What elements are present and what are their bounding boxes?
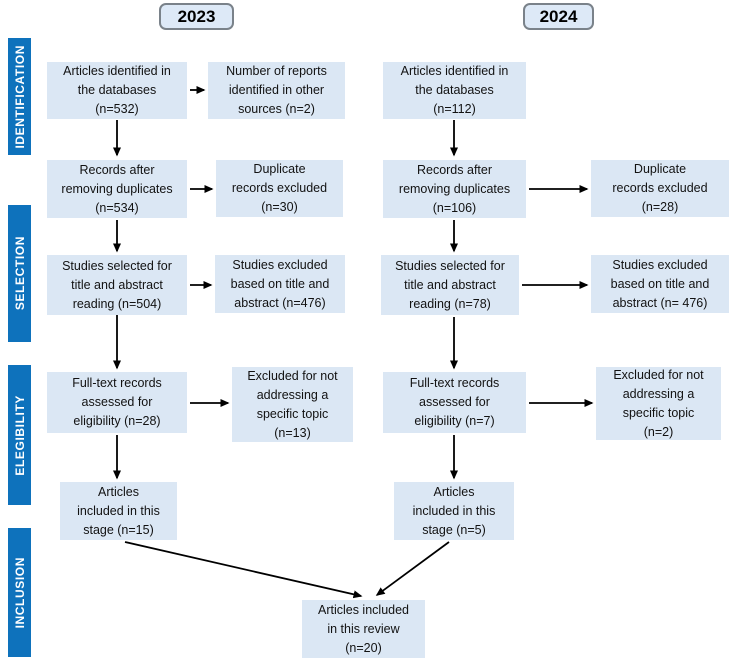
box-2023-duplicates-excluded: Duplicate records excluded (n=30) — [216, 160, 343, 217]
stage-label-elegibility: ELEGIBILITY — [12, 394, 27, 476]
year-header-2024: 2024 — [523, 3, 594, 30]
box-2023-records-after-duplicates: Records after removing duplicates (n=534… — [47, 160, 187, 218]
stage-bar-inclusion: INCLUSION — [8, 528, 31, 657]
arrow-2024-stage-to-final — [375, 541, 450, 596]
box-2024-duplicates-excluded: Duplicate records excluded (n=28) — [591, 160, 729, 217]
box-2023-other-sources: Number of reports identified in other so… — [208, 62, 345, 119]
box-2024-title-abstract: Studies selected for title and abstract … — [381, 255, 519, 315]
stage-label-identification: IDENTIFICATION — [12, 44, 27, 149]
box-2024-excluded-topic: Excluded for not addressing a specific t… — [596, 367, 721, 440]
stage-label-selection: SELECTION — [12, 236, 27, 311]
stage-bar-identification: IDENTIFICATION — [8, 38, 31, 155]
stage-bar-selection: SELECTION — [8, 205, 31, 342]
box-2023-articles-identified: Articles identified in the databases (n=… — [47, 62, 187, 119]
box-2024-excluded-title-abstract: Studies excluded based on title and abst… — [591, 255, 729, 313]
box-2024-fulltext-assessed: Full-text records assessed for eligibili… — [383, 372, 526, 433]
stage-bar-elegibility: ELEGIBILITY — [8, 365, 31, 505]
box-2024-articles-identified: Articles identified in the databases (n=… — [383, 62, 526, 119]
box-2023-stage-included: Articles included in this stage (n=15) — [60, 482, 177, 540]
box-2024-records-after-duplicates: Records after removing duplicates (n=106… — [383, 160, 526, 218]
box-2023-title-abstract: Studies selected for title and abstract … — [47, 255, 187, 315]
box-2023-excluded-topic: Excluded for not addressing a specific t… — [232, 367, 353, 442]
arrow-2023-stage-to-final — [124, 541, 363, 599]
box-2024-stage-included: Articles included in this stage (n=5) — [394, 482, 514, 540]
box-final-included-review: Articles included in this review (n=20) — [302, 600, 425, 658]
year-header-2023: 2023 — [159, 3, 234, 30]
box-2023-excluded-title-abstract: Studies excluded based on title and abst… — [215, 255, 345, 313]
stage-label-inclusion: INCLUSION — [12, 556, 27, 629]
box-2023-fulltext-assessed: Full-text records assessed for eligibili… — [47, 372, 187, 433]
